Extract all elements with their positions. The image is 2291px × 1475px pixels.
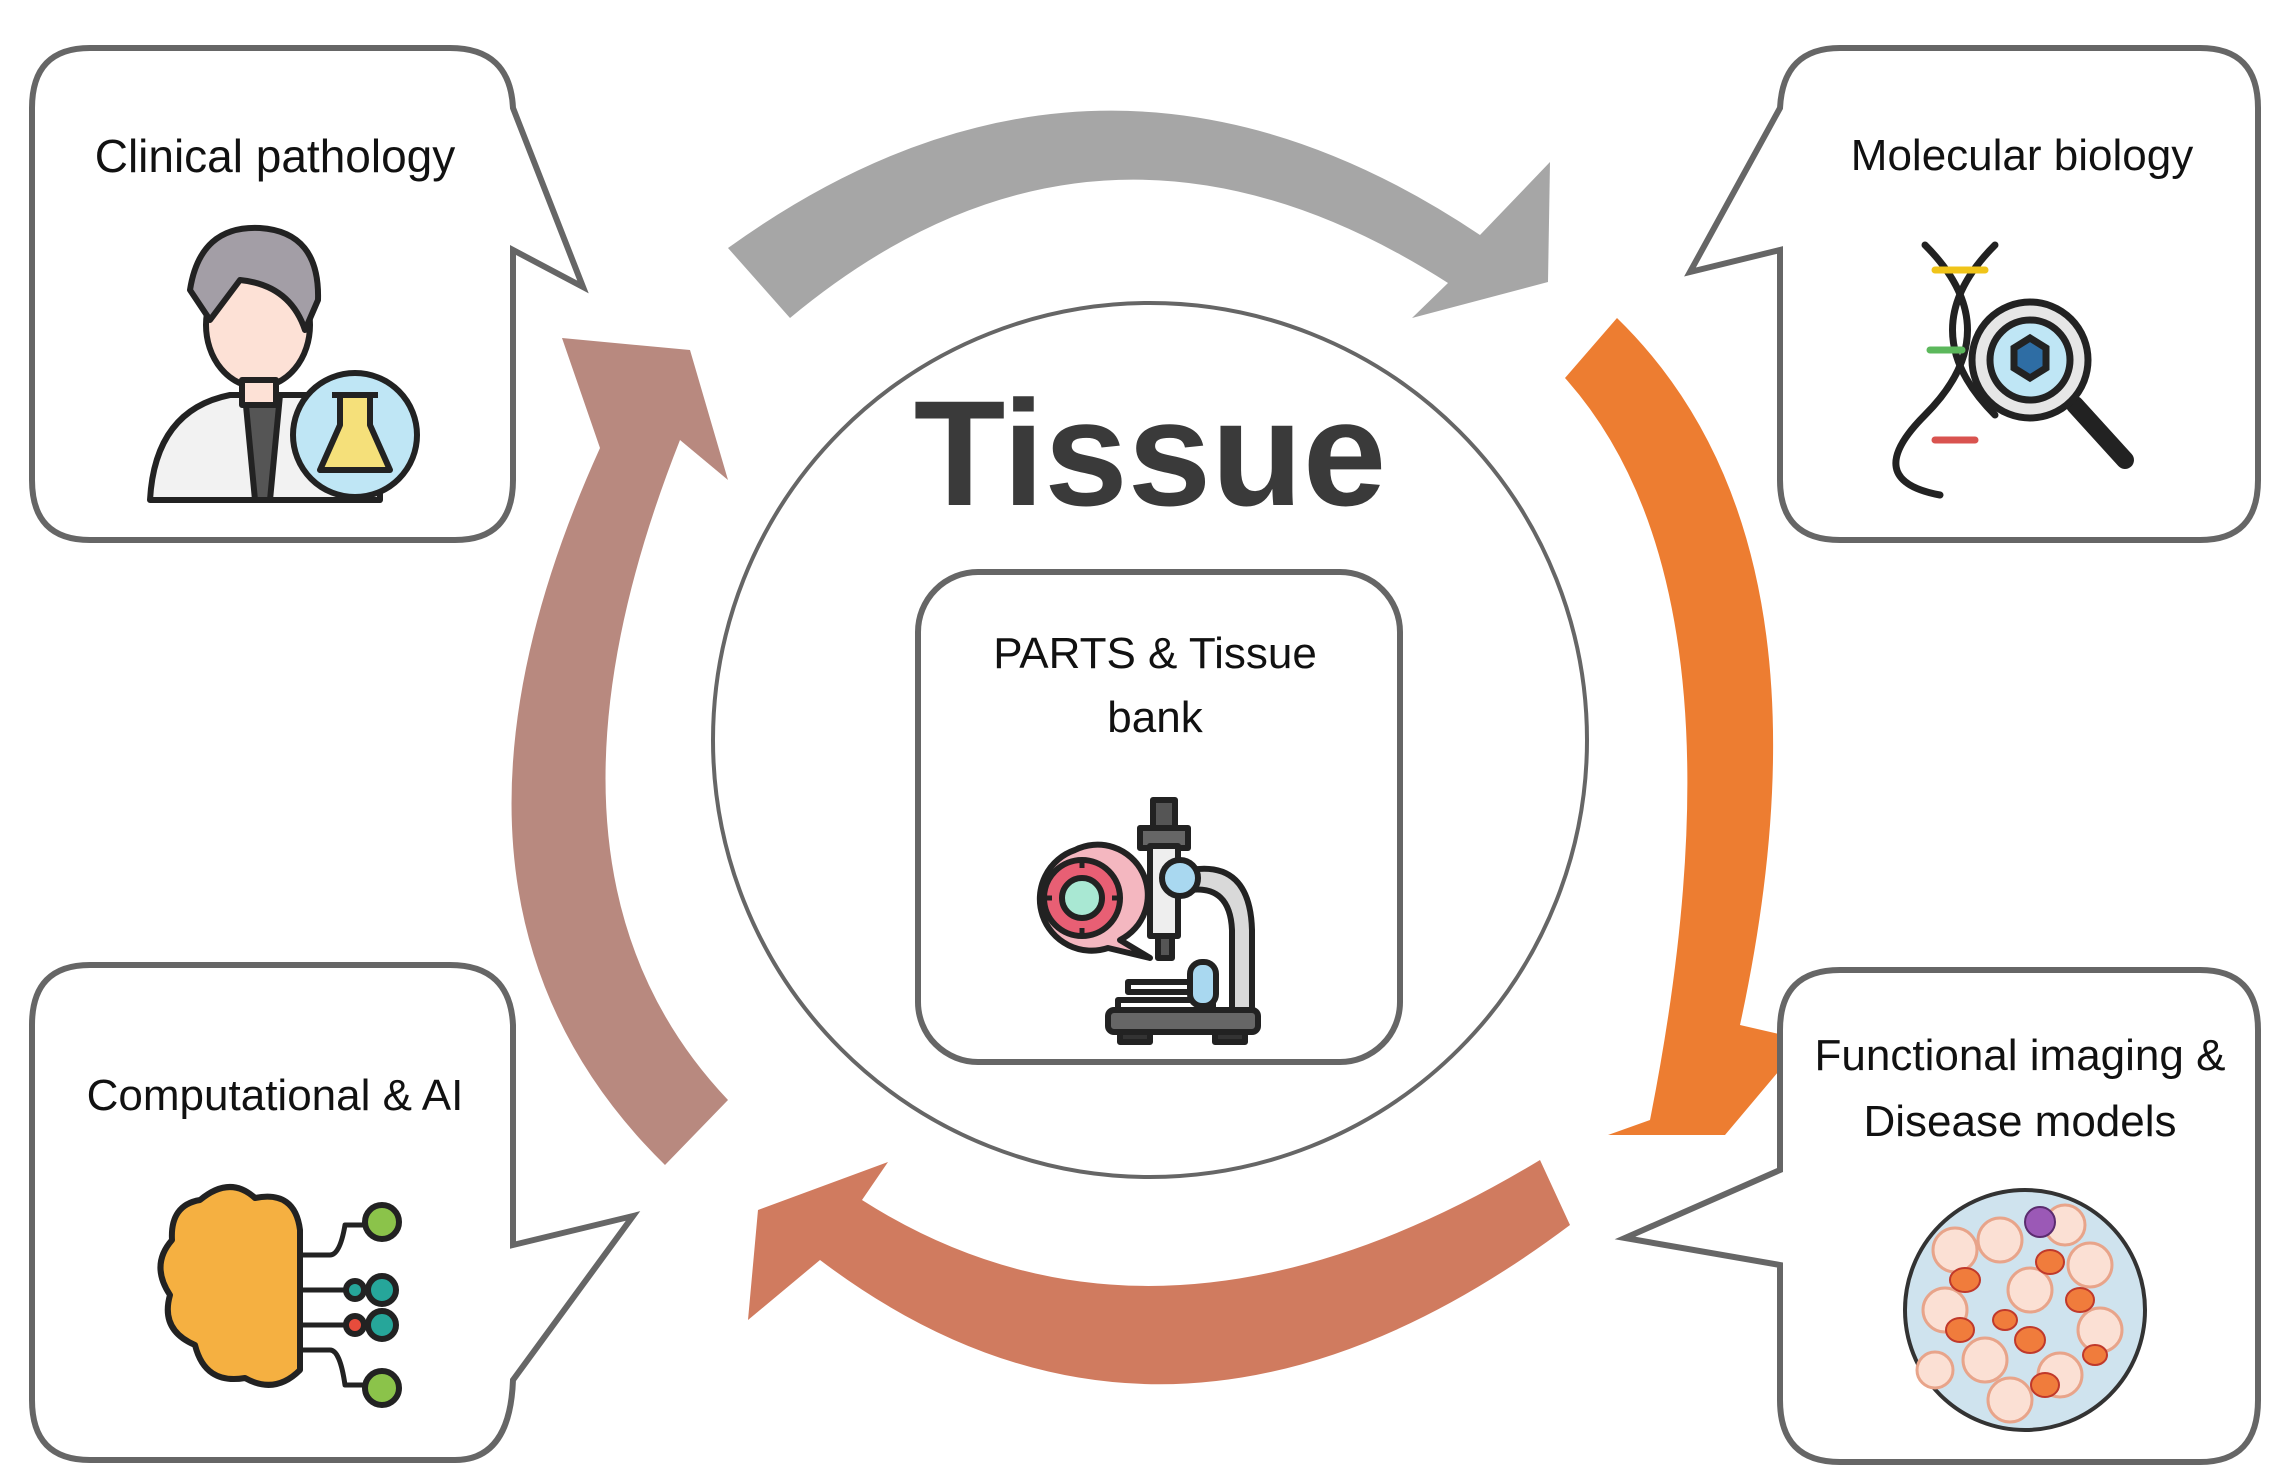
arrow-right [1565, 318, 1805, 1135]
tissue-bank-label-line2: bank [1107, 693, 1203, 742]
arrow-left [511, 338, 728, 1165]
clinical-pathology-label: Clinical pathology [95, 130, 456, 182]
center-title: Tissue [914, 369, 1387, 537]
computational-ai-label: Computational & AI [87, 1071, 464, 1120]
molecular-biology-callout [1684, 45, 2261, 543]
tissue-bank-label-line1: PARTS & Tissue [993, 629, 1317, 678]
microscope-icon [1036, 797, 1261, 1045]
functional-imaging-label-line1: Functional imaging & [1815, 1031, 2226, 1080]
computational-ai-callout [29, 962, 641, 1463]
pathologist-icon [147, 224, 420, 503]
arrow-bottom [748, 1160, 1570, 1385]
arrow-top [728, 110, 1550, 318]
dna-magnifier-icon [1892, 241, 2134, 499]
functional-imaging-label-line2: Disease models [1863, 1097, 2176, 1146]
ai-brain-icon [157, 1184, 402, 1408]
molecular-biology-label: Molecular biology [1851, 131, 2193, 180]
cell-tissue-icon [1903, 1188, 2147, 1432]
